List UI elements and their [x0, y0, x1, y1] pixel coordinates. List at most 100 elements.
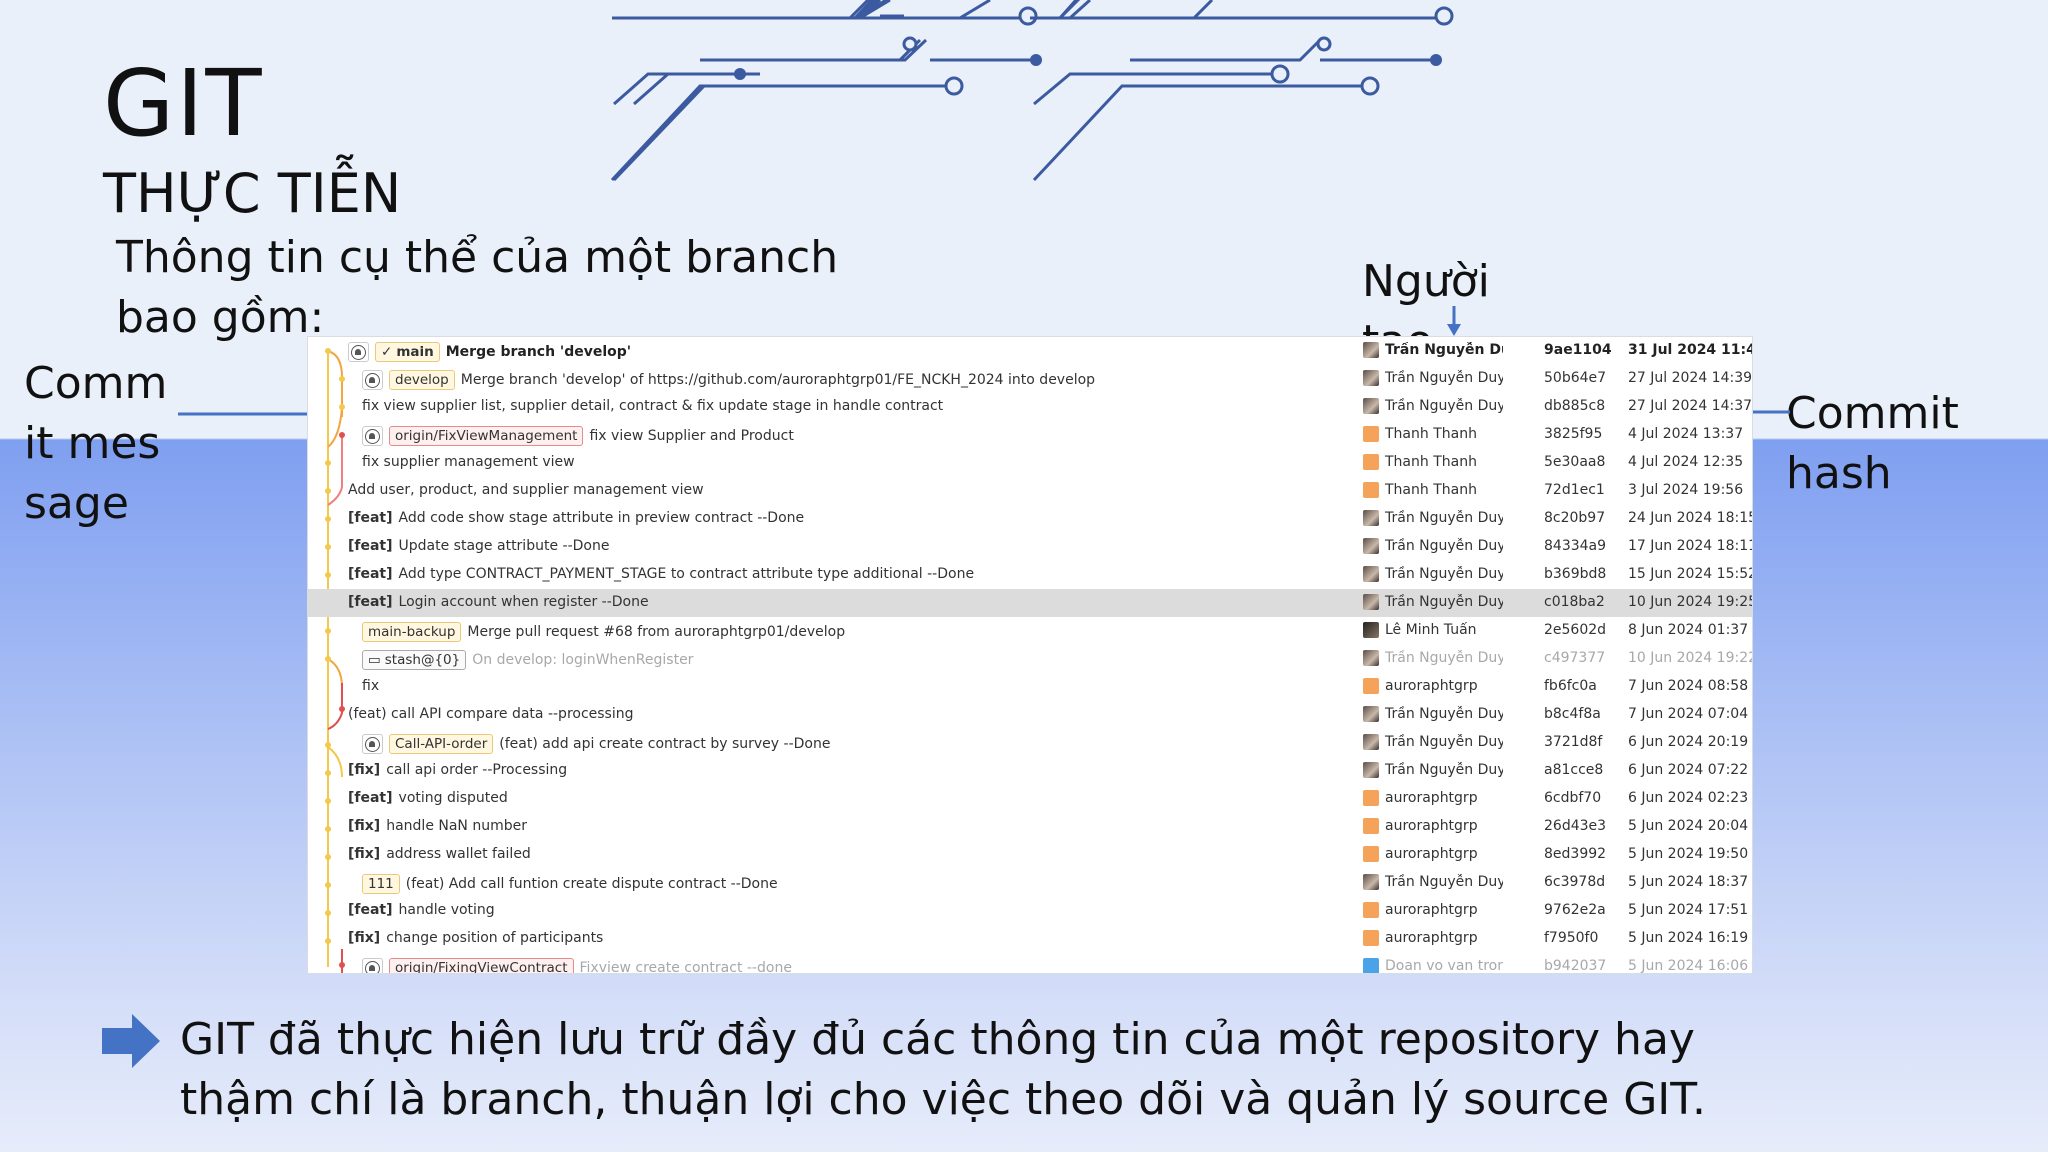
commit-date: 5 Jun 2024 20:04 — [1628, 818, 1749, 834]
check-icon: ✓ — [381, 344, 393, 360]
avatar — [1363, 706, 1379, 722]
commit-message-text: Update stage attribute --Done — [398, 538, 610, 554]
commit-message-text: fix view Supplier and Product — [589, 428, 794, 444]
branch-tag[interactable]: origin/FixingViewContract — [389, 958, 574, 973]
author-name: Trần Nguyễn Duy Kh — [1385, 706, 1503, 722]
commit-prefix: [fix] — [348, 846, 381, 862]
commit-hash: 50b64e7 — [1544, 370, 1607, 386]
avatar — [1363, 846, 1379, 862]
commit-row[interactable]: develop Merge branch 'develop' of https:/… — [308, 365, 1752, 393]
branch-tag[interactable]: origin/FixViewManagement — [389, 426, 584, 446]
commit-message-text: Login account when register --Done — [398, 594, 649, 610]
commit-message-text: Add code show stage attribute in preview… — [398, 510, 805, 526]
commit-date: 17 Jun 2024 18:11 — [1628, 538, 1753, 554]
commit-message: [feat]Login account when register --Done — [348, 594, 649, 610]
commit-hash: 6cdbf70 — [1544, 790, 1602, 806]
commit-date: 5 Jun 2024 16:06 — [1628, 958, 1749, 974]
commit-row[interactable]: Call-API-order(feat) add api create cont… — [308, 729, 1752, 757]
commit-date: 5 Jun 2024 19:50 — [1628, 846, 1749, 862]
commit-date: 15 Jun 2024 15:52 — [1628, 566, 1753, 582]
commit-message-text: handle voting — [398, 902, 495, 918]
commit-row[interactable]: fix view supplier list, supplier detail,… — [308, 393, 1752, 421]
commit-prefix: [feat] — [348, 538, 393, 554]
commit-author: auroraphtgrp — [1363, 930, 1503, 946]
branch-tag-label: stash@{0} — [384, 652, 461, 668]
label-commit-hash: Commit hash — [1786, 388, 1959, 499]
author-name: Lê Minh Tuấn — [1385, 622, 1477, 638]
branch-tag[interactable]: Call-API-order — [389, 734, 494, 754]
commit-hash: 8ed3992 — [1544, 846, 1607, 862]
branch-tag[interactable]: 111 — [362, 874, 400, 894]
commit-message: [feat]handle voting — [348, 902, 495, 918]
commit-message: origin/FixViewManagement fix view Supplie… — [362, 426, 794, 446]
avatar — [1363, 426, 1379, 442]
circuit-nodes — [612, 0, 1454, 182]
commit-row[interactable]: Add user, product, and supplier manageme… — [308, 477, 1752, 505]
commit-date: 8 Jun 2024 01:37 — [1628, 622, 1749, 638]
commit-prefix: [fix] — [348, 762, 381, 778]
avatar — [1363, 538, 1379, 554]
commit-row[interactable]: [feat]Add type CONTRACT_PAYMENT_STAGE to… — [308, 561, 1753, 589]
avatar — [1363, 650, 1379, 666]
commit-author: Doan vo van trong — [1363, 958, 1503, 973]
commit-author: auroraphtgrp — [1363, 790, 1503, 806]
commit-hash: 2e5602d — [1544, 622, 1607, 638]
commit-hash: 8c20b97 — [1544, 510, 1606, 526]
branch-tag[interactable]: ✓main — [375, 342, 440, 362]
commit-date: 7 Jun 2024 08:58 — [1628, 678, 1749, 694]
author-name: Trần Nguyễn Duy Kh — [1385, 566, 1503, 582]
commit-row[interactable]: origin/FixViewManagement fix view Supplie… — [308, 421, 1752, 449]
commit-row[interactable]: [feat]Login account when register --Done… — [308, 589, 1752, 617]
commit-row[interactable]: (feat) call API compare data --processin… — [308, 701, 1752, 729]
author-name: Trần Nguyễn Duy Kh — [1385, 762, 1503, 778]
commit-row[interactable]: 111(feat) Add call funtion create disput… — [308, 869, 1752, 897]
commit-date: 6 Jun 2024 07:22 — [1628, 762, 1749, 778]
commit-message: [fix]change position of participants — [348, 930, 603, 946]
commit-hash: 9ae1104 — [1544, 342, 1612, 358]
branch-tag[interactable]: develop — [389, 370, 455, 390]
commit-date: 5 Jun 2024 18:37 — [1628, 874, 1749, 890]
commit-hash: a81cce8 — [1544, 762, 1604, 778]
intro-text: Thông tin cụ thể của một branch bao gồm: — [116, 232, 839, 343]
commit-hash: 3825f95 — [1544, 426, 1603, 442]
commit-message-text: On develop: loginWhenRegister — [472, 652, 694, 668]
author-name: auroraphtgrp — [1385, 678, 1478, 694]
author-name: Thanh Thanh — [1385, 482, 1477, 498]
commit-message: develop Merge branch 'develop' of https:/… — [362, 370, 1095, 390]
commit-prefix: [feat] — [348, 510, 393, 526]
author-name: auroraphtgrp — [1385, 930, 1478, 946]
right-arrow-icon — [102, 1014, 160, 1068]
avatar — [1363, 902, 1379, 918]
commit-author: Trần Nguyễn Duy Kh — [1363, 370, 1503, 386]
commit-author: Trần Nguyễn Duy Kh — [1363, 538, 1503, 554]
branch-tag[interactable]: ▭stash@{0} — [362, 650, 467, 670]
arrow-to-author-icon — [1447, 306, 1461, 336]
branch-tag[interactable]: main-backup — [362, 622, 462, 642]
commit-row[interactable]: [feat] Update stage attribute --Done Trần … — [308, 533, 1753, 561]
commit-author: Trần Nguyễn Duy Kh — [1363, 706, 1503, 722]
avatar — [1363, 874, 1379, 890]
avatar — [1363, 454, 1379, 470]
commit-message-text: Merge branch 'develop' of https://github… — [460, 372, 1096, 388]
branch-tag-label: Call-API-order — [395, 736, 488, 752]
commit-row[interactable]: [fix]change position of participants auro… — [308, 925, 1752, 953]
commit-hash: 3721d8f — [1544, 734, 1603, 750]
commit-hash: 9762e2a — [1544, 902, 1606, 918]
commit-row[interactable]: [feat] Add code show stage attribute in p… — [308, 505, 1752, 533]
commit-message: (feat) call API compare data --processin… — [348, 706, 634, 722]
avatar — [1363, 678, 1379, 694]
commit-message: [fix]address wallet failed — [348, 846, 531, 862]
